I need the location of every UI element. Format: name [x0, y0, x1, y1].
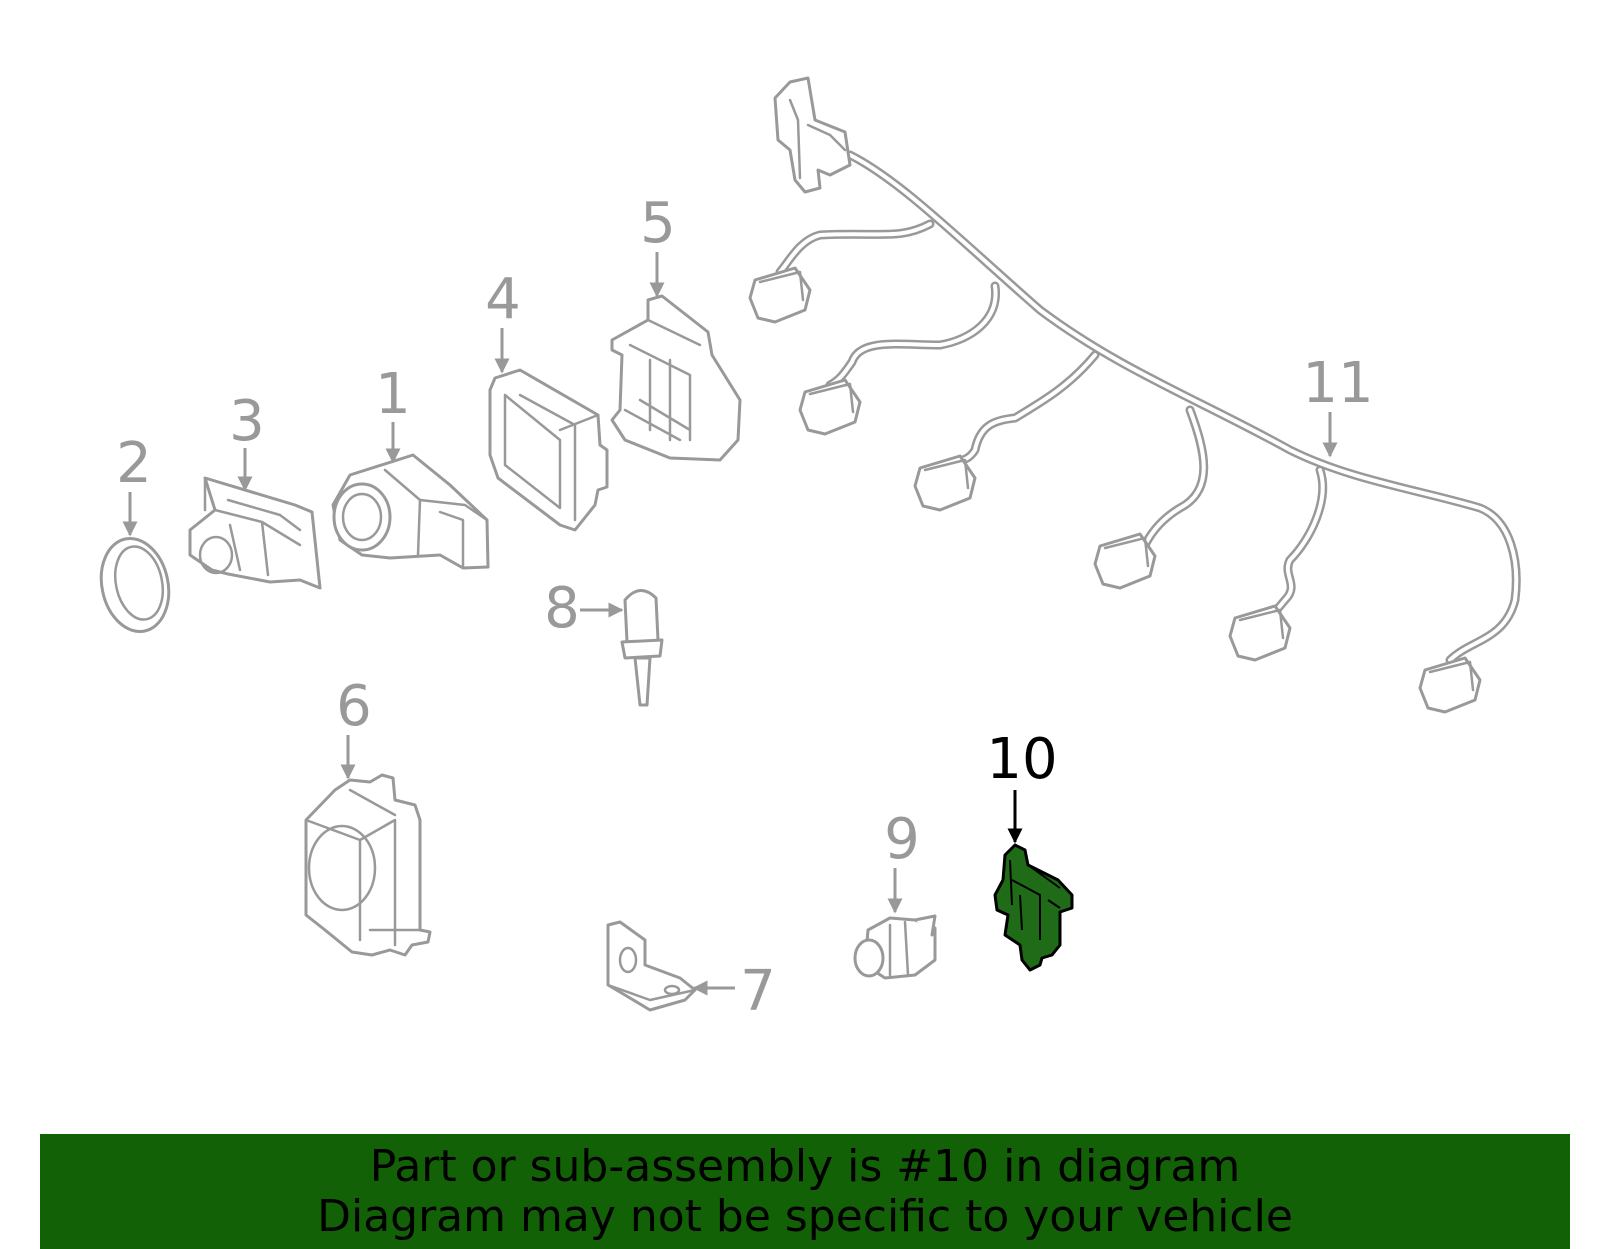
svg-text:7: 7 [740, 959, 776, 1024]
part-6-radar-sensor [304, 773, 432, 957]
banner-line-disclaimer: Diagram may not be specific to your vehi… [317, 1191, 1293, 1242]
svg-text:9: 9 [884, 807, 920, 872]
svg-text:4: 4 [485, 267, 521, 332]
callout-3: 3 [229, 389, 265, 492]
part-3-sensor-bracket [188, 476, 322, 590]
part-11-wiring-harness [748, 76, 1521, 714]
part-8-temp-sensor [620, 589, 664, 707]
svg-text:3: 3 [229, 389, 265, 454]
svg-text:1: 1 [375, 362, 411, 427]
part-2-ring-seal [99, 537, 171, 633]
svg-text:6: 6 [336, 674, 372, 739]
callout-2: 2 [116, 431, 152, 537]
part-9-sensor [853, 914, 937, 980]
part-1-park-sensor [331, 453, 490, 570]
callout-5: 5 [640, 191, 676, 298]
info-banner: Part or sub-assembly is #10 in diagram D… [40, 1134, 1570, 1249]
svg-text:8: 8 [544, 576, 580, 641]
banner-line-part: Part or sub-assembly is #10 in diagram [369, 1141, 1241, 1192]
callout-7: 7 [692, 959, 776, 1024]
svg-text:11: 11 [1302, 351, 1373, 416]
part-7-bracket [606, 920, 697, 1012]
part-4-control-module [488, 368, 609, 532]
harness-connector [1418, 656, 1482, 714]
callout-9: 9 [884, 807, 920, 914]
callout-1: 1 [375, 362, 411, 464]
callout-10: 10 [986, 727, 1058, 844]
svg-text:2: 2 [116, 431, 152, 496]
callout-6: 6 [336, 674, 372, 780]
harness-connector [1228, 604, 1292, 662]
harness-connector [798, 378, 862, 436]
svg-text:5: 5 [640, 191, 676, 256]
callout-11: 11 [1302, 351, 1374, 458]
part-5-bracket [610, 294, 742, 462]
callout-4: 4 [485, 267, 521, 374]
harness-connector [748, 266, 812, 324]
callout-8: 8 [544, 576, 624, 641]
part-10-sensor-highlighted [993, 843, 1074, 972]
harness-connector [1093, 532, 1157, 590]
svg-text:10: 10 [986, 727, 1057, 792]
harness-connector [913, 454, 977, 512]
